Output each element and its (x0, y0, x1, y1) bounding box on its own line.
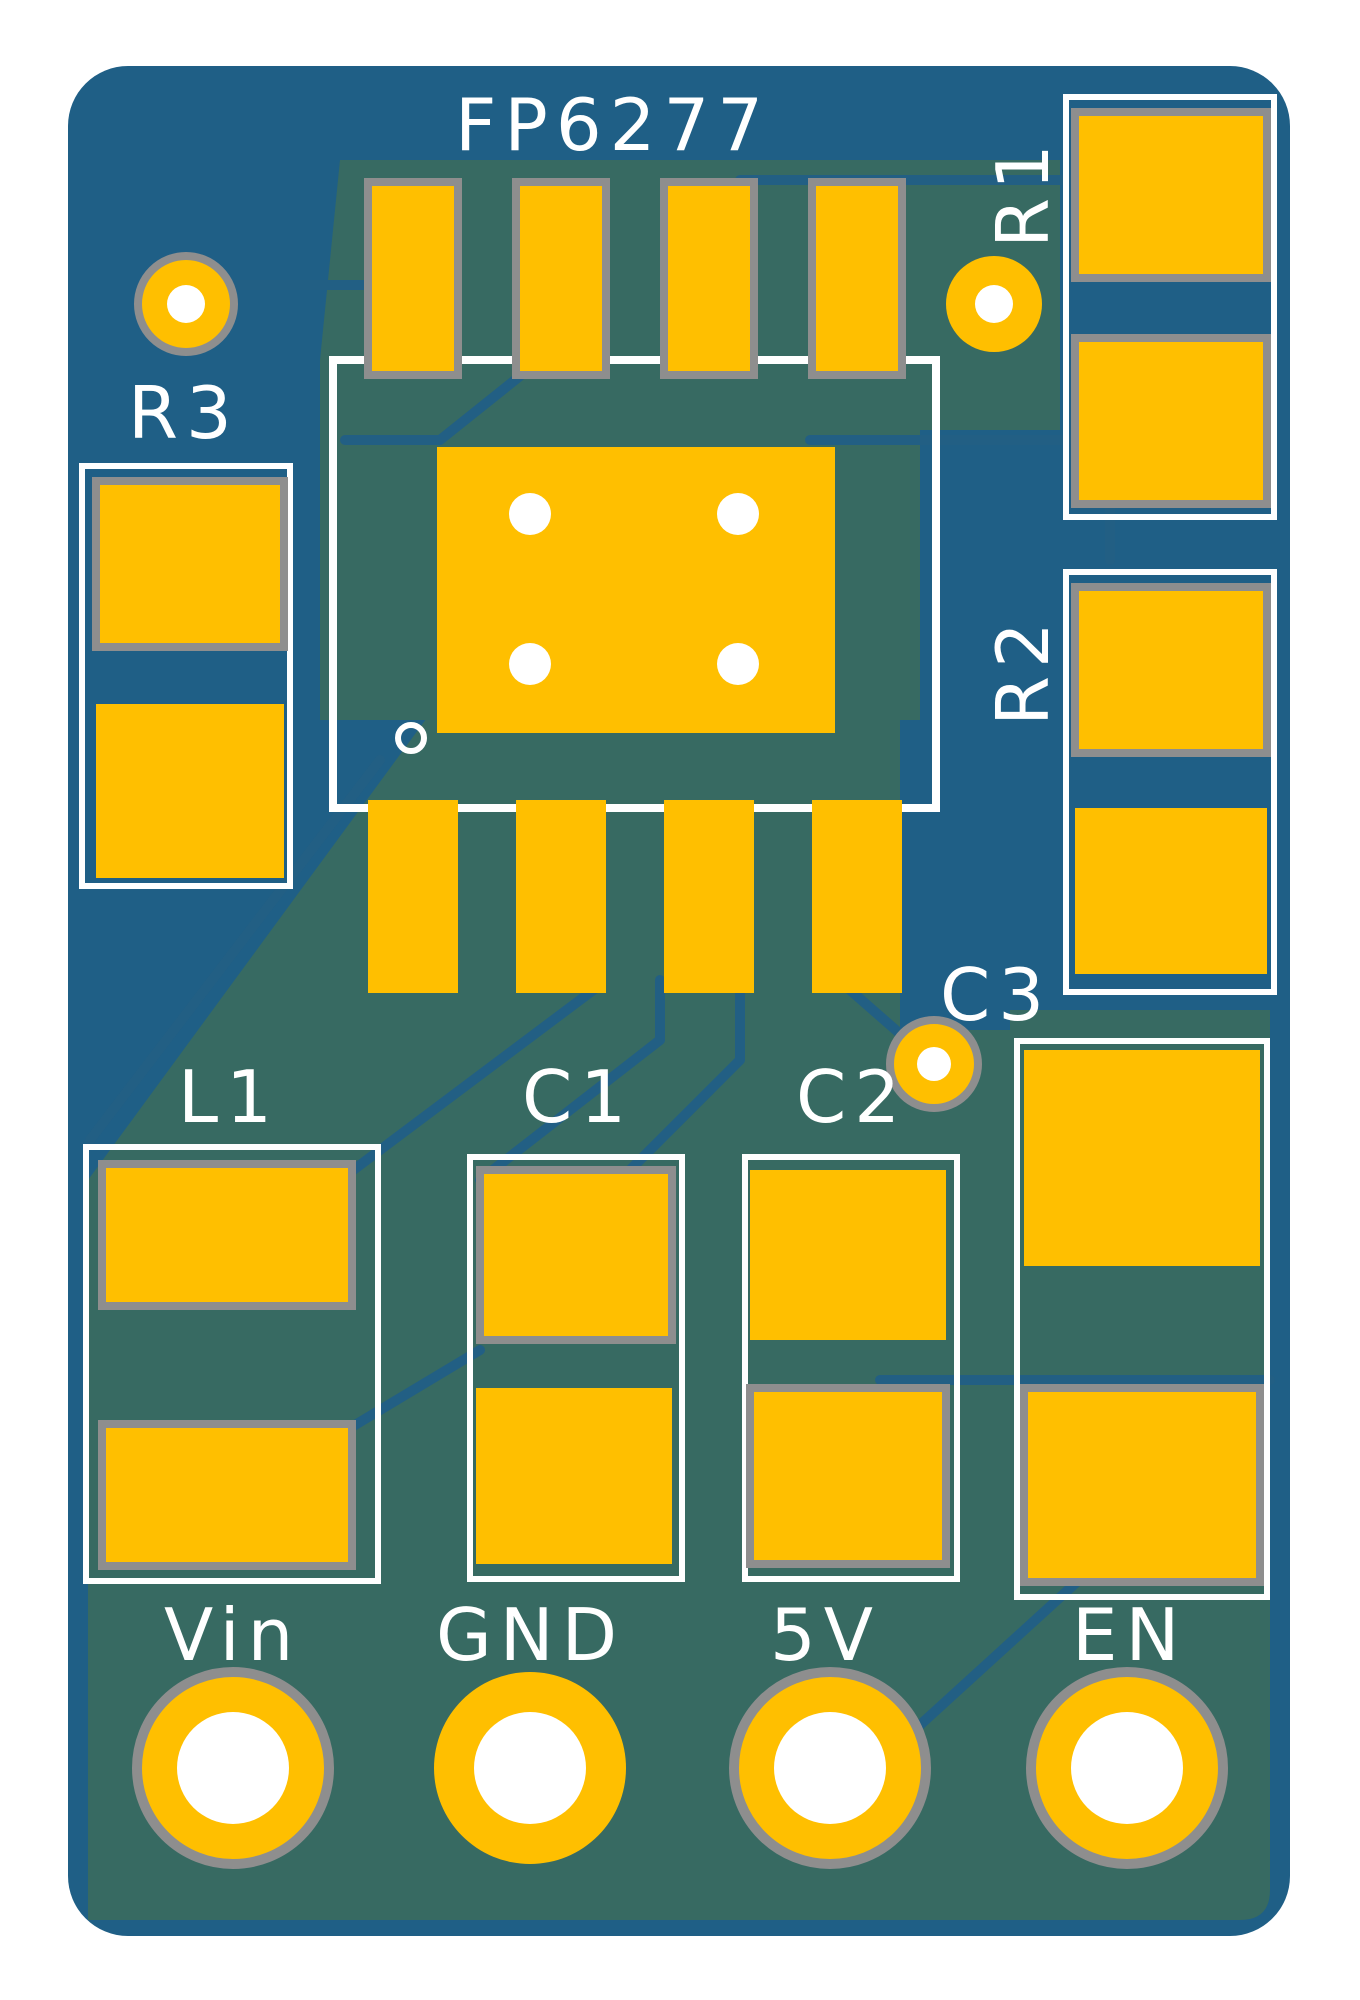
ic-pad-4 (812, 800, 902, 993)
r2-pad-2 (1075, 808, 1267, 974)
label-5v: 5V (770, 1593, 881, 1677)
ic-pad-8 (364, 178, 462, 379)
trace-ic-body-left (340, 355, 545, 445)
ic-pads-top (364, 178, 906, 379)
r3-pad-2 (96, 704, 284, 878)
c1-pad-2 (476, 1388, 672, 1564)
label-r1: R1 (981, 136, 1065, 248)
label-c3: C3 (940, 953, 1052, 1037)
trace-c1-l1 (335, 980, 605, 1185)
r1-via-drill (975, 285, 1013, 323)
thermal-via-3 (509, 643, 551, 685)
pin-en-drill (1071, 1712, 1183, 1824)
ic-thermal-pad (437, 447, 835, 733)
thermal-via-1 (509, 493, 551, 535)
pin-gnd-drill (474, 1712, 586, 1824)
label-en: EN (1072, 1593, 1187, 1677)
label-vin: Vin (164, 1593, 301, 1677)
c3-pad-1 (1024, 1050, 1260, 1266)
trace-l1-diagonal (85, 755, 385, 1145)
l1-silkscreen (83, 1144, 381, 1584)
thermal-vias (509, 493, 759, 685)
pin-5v-drill (774, 1712, 886, 1824)
r2-silkscreen (1063, 569, 1277, 995)
ic-pad-6 (660, 178, 758, 379)
trace-c1-link (475, 975, 665, 1185)
label-c2: C2 (796, 1055, 908, 1139)
c1-silkscreen (467, 1154, 685, 1582)
ic-pad-3 (664, 800, 754, 993)
c3-via-drill (917, 1047, 951, 1081)
label-gnd: GND (436, 1593, 625, 1677)
c2-silkscreen (742, 1154, 960, 1582)
ic-silkscreen-outline (329, 356, 940, 812)
ic-pin1-marker (395, 722, 427, 754)
ic-pad-1 (368, 800, 458, 993)
c2-pad-2 (746, 1384, 950, 1568)
label-r2: R2 (981, 614, 1065, 726)
label-l1: L1 (178, 1055, 280, 1139)
r1-pad-1 (1071, 108, 1271, 282)
label-c1: C1 (522, 1055, 634, 1139)
c3-pad-2 (1020, 1384, 1264, 1586)
r3-pad-1 (92, 477, 288, 651)
thermal-via-2 (717, 493, 759, 535)
header-pins (132, 1667, 1228, 1869)
ic-pad-7 (512, 178, 610, 379)
r2-pad-1 (1071, 583, 1271, 757)
c1-pad-1 (476, 1166, 676, 1344)
r1-silkscreen (1063, 94, 1277, 520)
l1-pad-1 (98, 1160, 356, 1310)
r3-via-drill (167, 285, 205, 323)
l1-pad-2 (98, 1420, 356, 1570)
thermal-via-4 (717, 643, 759, 685)
c2-pad-1 (750, 1170, 946, 1340)
label-ic: FP6277 (455, 83, 771, 167)
r3-silkscreen (79, 463, 293, 889)
label-r3: R3 (128, 371, 240, 455)
c3-silkscreen (1014, 1038, 1270, 1600)
ic-pad-2 (516, 800, 606, 993)
ic-pads-bottom (368, 800, 902, 993)
ic-pad-5 (808, 178, 906, 379)
trace-c2-link (615, 975, 745, 1185)
r1-pad-2 (1071, 334, 1271, 508)
pin-vin-drill (177, 1712, 289, 1824)
